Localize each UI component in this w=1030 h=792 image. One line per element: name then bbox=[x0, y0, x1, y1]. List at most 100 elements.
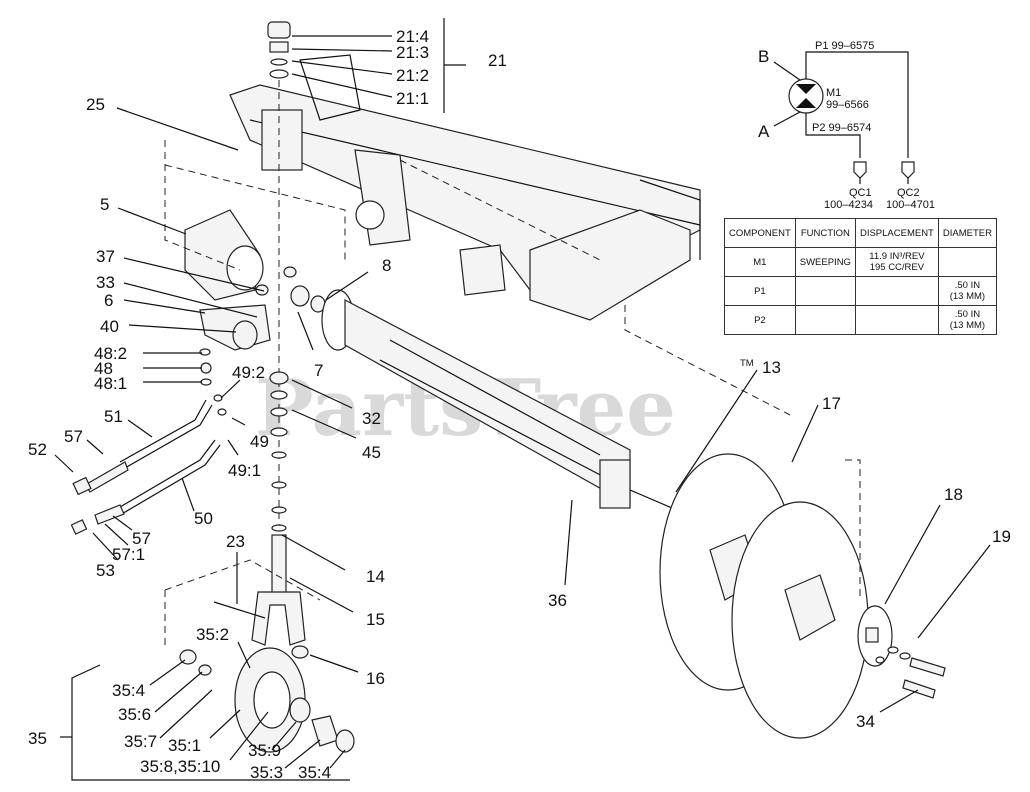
spec-row: M1 SWEEPING 11.9 IN³/REV 195 CC/REV bbox=[724, 247, 997, 277]
callout-13: 13 bbox=[762, 358, 781, 377]
spec-cell-diameter bbox=[937, 247, 997, 277]
callout-8: 8 bbox=[382, 256, 391, 275]
qc2-label: QC2 bbox=[897, 187, 920, 199]
callout-35-6: 35:6 bbox=[118, 705, 151, 724]
callout-37: 37 bbox=[96, 247, 115, 266]
callout-21: 21 bbox=[488, 51, 507, 70]
callout-48-1: 48:1 bbox=[94, 374, 127, 393]
callout-45: 45 bbox=[362, 443, 381, 462]
spec-cell-function bbox=[794, 276, 856, 306]
port-b-label: B bbox=[758, 47, 769, 66]
coupler bbox=[290, 285, 326, 313]
callout-21-3: 21:3 bbox=[396, 43, 429, 62]
dashed-outlines bbox=[164, 140, 861, 650]
callout-14: 14 bbox=[366, 567, 385, 586]
callout-48: 48 bbox=[94, 359, 113, 378]
callout-57-b: 57 bbox=[132, 529, 151, 548]
spec-cell-component: M1 bbox=[724, 247, 796, 277]
motor-arrow-bottom bbox=[796, 98, 816, 108]
callout-34: 34 bbox=[856, 712, 875, 731]
hydraulic-hoses bbox=[70, 348, 227, 535]
callout-35-1: 35:1 bbox=[168, 736, 201, 755]
callout-35-7: 35:7 bbox=[124, 732, 157, 751]
callout-25: 25 bbox=[86, 95, 105, 114]
callout-23: 23 bbox=[226, 532, 245, 551]
qc2-part: 100–4701 bbox=[886, 199, 935, 211]
callout-7: 7 bbox=[314, 361, 323, 380]
spec-cell-component: P1 bbox=[724, 276, 796, 306]
callout-6: 6 bbox=[104, 291, 113, 310]
watermark-tm: TM bbox=[740, 358, 754, 369]
callout-21-1: 21:1 bbox=[396, 89, 429, 108]
callout-52: 52 bbox=[28, 440, 47, 459]
spec-header-diameter: DIAMETER bbox=[937, 218, 997, 248]
callout-35-4-b: 35:4 bbox=[298, 763, 331, 782]
callout-57-1: 57:1 bbox=[112, 545, 145, 564]
spec-cell-displacement bbox=[854, 276, 939, 306]
motor-mount bbox=[184, 209, 297, 351]
spec-dia-line1: .50 IN bbox=[954, 309, 981, 320]
callout-48-2: 48:2 bbox=[94, 344, 127, 363]
callout-49-1: 49:1 bbox=[228, 461, 261, 480]
callout-49: 49 bbox=[250, 432, 269, 451]
spec-header-function: FUNCTION bbox=[794, 218, 856, 248]
callout-49-2: 49:2 bbox=[232, 363, 265, 382]
callout-32: 32 bbox=[362, 409, 381, 428]
callout-21-4: 21:4 bbox=[396, 27, 429, 46]
broom-discs bbox=[659, 453, 869, 739]
callout-17: 17 bbox=[822, 394, 841, 413]
hydraulic-spec-table: COMPONENT FUNCTION DISPLACEMENT DIAMETER… bbox=[724, 218, 997, 335]
callout-35-8-10: 35:8,35:10 bbox=[140, 757, 220, 776]
spec-disp-line2: 195 CC/REV bbox=[869, 262, 925, 273]
spec-header-row: COMPONENT FUNCTION DISPLACEMENT DIAMETER bbox=[724, 218, 997, 248]
spec-header-displacement: DISPLACEMENT bbox=[854, 218, 939, 248]
callout-33: 33 bbox=[96, 273, 115, 292]
callout-40: 40 bbox=[100, 317, 119, 336]
spec-cell-diameter: .50 IN (13 MM) bbox=[937, 276, 997, 306]
callout-36: 36 bbox=[548, 591, 567, 610]
motor-part: 99–6566 bbox=[826, 99, 869, 111]
spec-cell-function: SWEEPING bbox=[794, 247, 856, 277]
caster-wheel bbox=[179, 647, 355, 753]
p2-label: P2 99–6574 bbox=[812, 122, 871, 134]
qc1-label: QC1 bbox=[849, 187, 872, 199]
spec-cell-function bbox=[794, 305, 856, 335]
hub-plate-and-bolts bbox=[857, 605, 946, 699]
callout-53: 53 bbox=[96, 561, 115, 580]
p1-label: P1 99–6575 bbox=[815, 40, 874, 52]
callout-labels: 21:4 21:3 21:2 21:1 21 25 5 37 33 6 40 4… bbox=[28, 27, 1011, 782]
callout-5: 5 bbox=[100, 195, 109, 214]
caster-fork bbox=[213, 534, 309, 659]
spec-cell-displacement bbox=[854, 305, 939, 335]
leader-lines bbox=[54, 18, 991, 781]
spec-dia-line2: (13 MM) bbox=[949, 320, 986, 331]
callout-15: 15 bbox=[366, 610, 385, 629]
callout-16: 16 bbox=[366, 669, 385, 688]
spec-cell-component: P2 bbox=[724, 305, 796, 335]
spec-cell-diameter: .50 IN (13 MM) bbox=[937, 305, 997, 335]
spec-dia-line1: .50 IN bbox=[954, 280, 981, 291]
spec-header-component: COMPONENT bbox=[724, 218, 796, 248]
callout-50: 50 bbox=[194, 509, 213, 528]
callout-35-2: 35:2 bbox=[196, 625, 229, 644]
callout-35: 35 bbox=[28, 729, 47, 748]
motor-id: M1 bbox=[826, 87, 841, 99]
callout-35-9: 35:9 bbox=[248, 741, 281, 760]
motor-arrow-top bbox=[796, 84, 816, 94]
spec-row: P1 .50 IN (13 MM) bbox=[724, 276, 997, 306]
spec-cell-displacement: 11.9 IN³/REV 195 CC/REV bbox=[854, 247, 939, 277]
callout-18: 18 bbox=[944, 485, 963, 504]
callout-35-3: 35:3 bbox=[250, 763, 283, 782]
callout-35-4-a: 35:4 bbox=[112, 681, 145, 700]
callout-19: 19 bbox=[992, 527, 1011, 546]
callout-57-a: 57 bbox=[64, 427, 83, 446]
broom-tube bbox=[321, 289, 701, 521]
qc1-part: 100–4234 bbox=[824, 199, 873, 211]
spec-dia-line2: (13 MM) bbox=[949, 291, 986, 302]
port-a-label: A bbox=[758, 122, 770, 141]
spec-disp-line1: 11.9 IN³/REV bbox=[869, 251, 925, 262]
hydraulic-schematic: B A P1 99–6575 P2 99–6574 M1 99–6566 QC1… bbox=[758, 40, 935, 211]
swivel-stack bbox=[267, 21, 291, 540]
main-frame bbox=[229, 54, 701, 321]
